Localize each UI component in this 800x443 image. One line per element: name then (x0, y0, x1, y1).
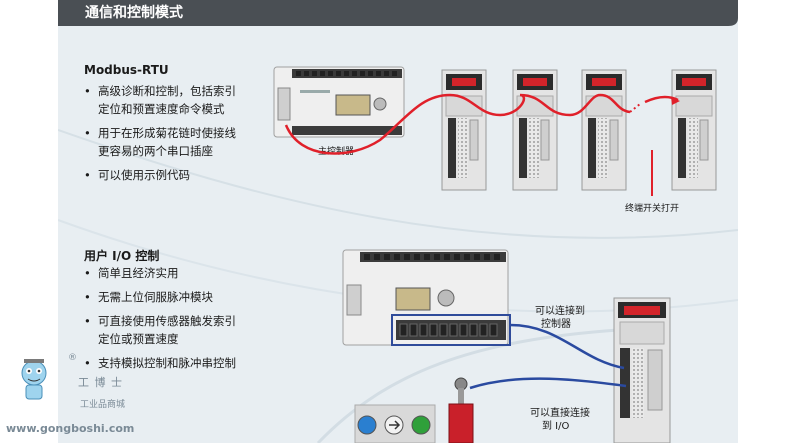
controller-to-drive-cable (509, 323, 625, 370)
cable-end (644, 95, 679, 104)
watermark-subtitle: 工业品商城 (80, 400, 126, 410)
cable-arrow (671, 97, 680, 105)
limit-switch (448, 377, 474, 443)
userio-bullet-2: 无需上位伺服脉冲模块 (84, 288, 274, 306)
master-controller-top (273, 66, 405, 138)
servo-drive-io (613, 297, 671, 443)
modbus-daisy-chain-cable (284, 93, 631, 155)
servo-drive-1 (441, 69, 487, 191)
terminator-label: 终端开关打开 (625, 202, 679, 214)
cable-continuation (629, 103, 641, 113)
watermark-mascot-icon (21, 359, 47, 400)
io-to-drive-cable (469, 377, 627, 390)
connect-controller-label: 可以连接到控制器 (535, 306, 585, 330)
modbus-section-title: Modbus-RTU (84, 63, 169, 77)
io-controller (342, 249, 509, 346)
servo-drive-3 (581, 69, 627, 191)
userio-bullet-4: 支持模拟控制和脉冲串控制 (84, 354, 274, 372)
page-title: 通信和控制模式 (85, 5, 183, 21)
io-terminal-highlight (391, 314, 511, 346)
servo-drive-4 (671, 69, 717, 191)
master-controller-label: 主控制器 (318, 145, 354, 157)
userio-section-title: 用户 I/O 控制 (84, 249, 160, 263)
connect-io-label: 可以直接连接到 I/O (530, 408, 590, 432)
watermark-registered: ® (68, 353, 77, 363)
watermark-url: www.gongboshi.com (6, 422, 135, 435)
push-button-panel (354, 404, 436, 443)
servo-drive-2 (512, 69, 558, 191)
watermark-brand: 工 博 士 (78, 376, 123, 389)
modbus-bullet-3: 可以使用示例代码 (84, 166, 264, 184)
header-bar (58, 0, 738, 26)
userio-bullet-1: 简单且经济实用 (84, 264, 274, 282)
